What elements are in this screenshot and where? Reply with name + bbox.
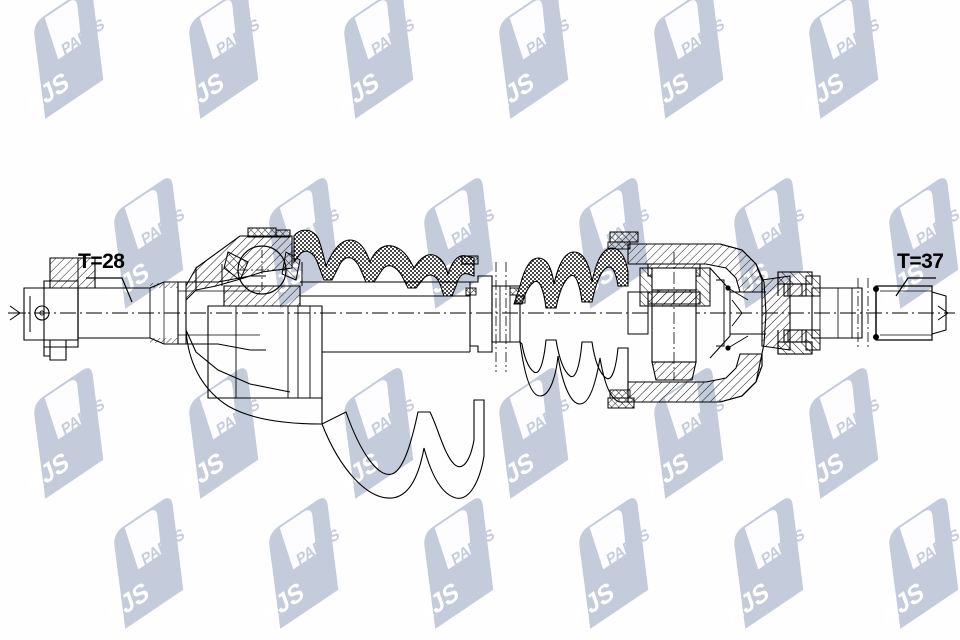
intermediate-shaft — [300, 262, 521, 372]
support-bearing — [777, 271, 821, 355]
leader-line-right — [895, 277, 936, 297]
right-shaft — [811, 278, 949, 350]
spline-label-right: T=37 — [897, 250, 944, 273]
leader-line-left — [86, 277, 133, 303]
left-stub-end — [9, 257, 96, 361]
outer-cv-joint — [177, 227, 323, 425]
spline-label-left: T=28 — [78, 250, 125, 273]
inner-cv-boot — [513, 231, 639, 409]
